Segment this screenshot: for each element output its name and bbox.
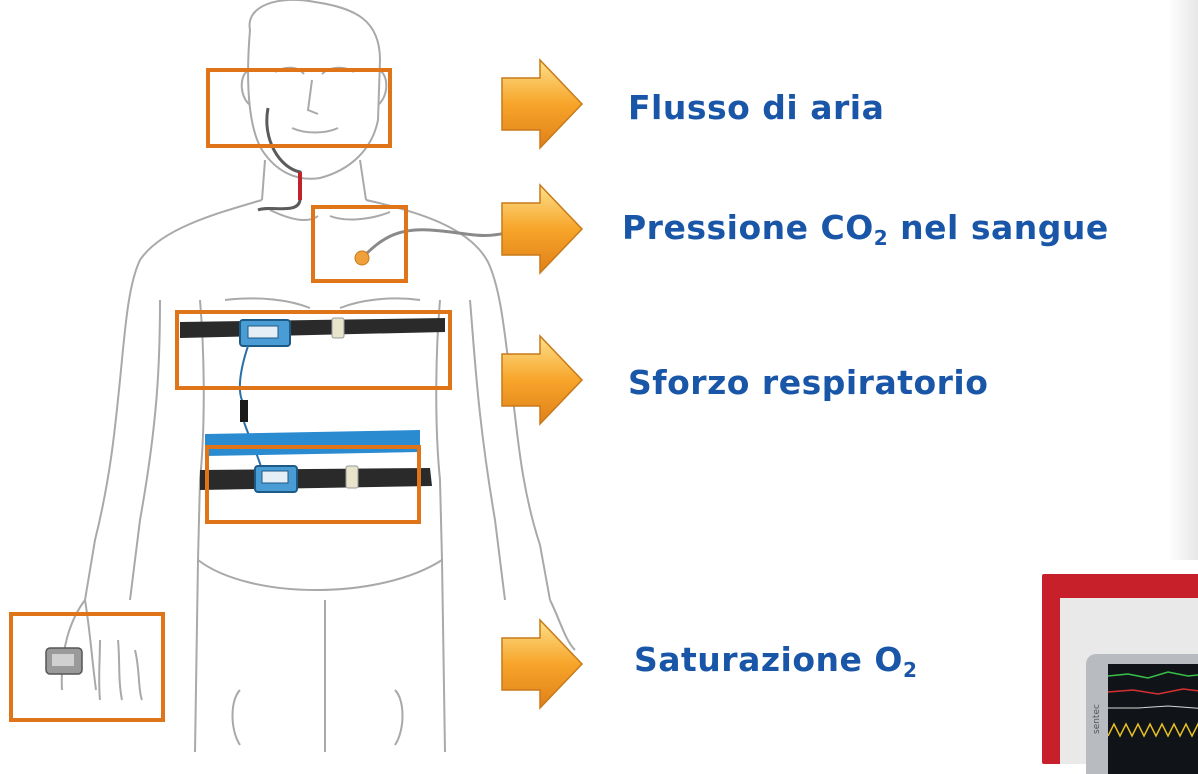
label-respiratory-effort: Sforzo respiratorio bbox=[628, 363, 988, 402]
monitor-device: sentec bbox=[1086, 654, 1198, 774]
monitor-brand: sentec bbox=[1092, 704, 1102, 734]
highlight-abdomen bbox=[205, 445, 421, 524]
label-sat-sub: 2 bbox=[902, 658, 918, 682]
label-co2-post: nel sangue bbox=[888, 208, 1109, 247]
co2-sensor bbox=[354, 228, 511, 266]
arrow-right-icon bbox=[501, 334, 584, 426]
label-co2-sub: 2 bbox=[873, 226, 889, 250]
highlight-chest bbox=[175, 310, 452, 390]
highlight-hand bbox=[9, 612, 165, 722]
monitor-screen bbox=[1107, 664, 1198, 774]
label-o2-saturation: Saturazione O2 bbox=[634, 640, 917, 682]
sensor-diagram bbox=[9, 0, 584, 752]
highlight-face bbox=[206, 68, 392, 148]
label-sat-pre: Saturazione O bbox=[634, 640, 903, 679]
monitor-photo: sentec bbox=[1042, 574, 1198, 774]
highlight-boxes bbox=[9, 68, 452, 722]
body-outline bbox=[60, 0, 576, 752]
arrow-right-icon bbox=[501, 58, 584, 150]
arrows bbox=[501, 58, 584, 710]
finger-oximeter bbox=[45, 639, 143, 701]
highlight-co2-sensor bbox=[311, 205, 408, 283]
label-effort-text: Sforzo respiratorio bbox=[628, 363, 989, 402]
chest-belt bbox=[180, 317, 445, 471]
arrow-right-icon bbox=[501, 618, 584, 710]
label-co2-pressure: Pressione CO2 nel sangue bbox=[622, 208, 1109, 250]
monitor-waveforms bbox=[1107, 671, 1198, 738]
abdomen-belt bbox=[200, 430, 432, 493]
label-co2-pre: Pressione CO bbox=[622, 208, 874, 247]
nasal-cannula bbox=[257, 107, 302, 212]
label-airflow-text: Flusso di aria bbox=[628, 88, 885, 127]
label-airflow: Flusso di aria bbox=[628, 88, 884, 127]
arrow-right-icon bbox=[501, 183, 584, 275]
monitor-photo-inner: sentec bbox=[1060, 598, 1198, 774]
edge-fade bbox=[1168, 0, 1198, 560]
